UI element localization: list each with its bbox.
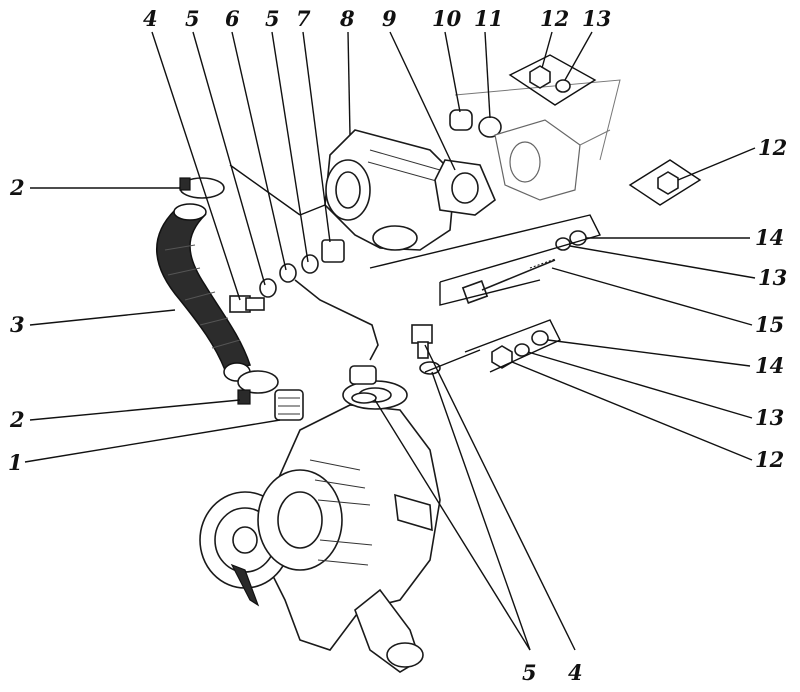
callout-12-right-a: 12 — [758, 135, 787, 160]
bypass-tube — [294, 279, 379, 361]
callout-9: 9 — [382, 6, 397, 31]
callout-6: 6 — [225, 6, 240, 31]
callout-2-upper: 2 — [9, 175, 25, 200]
callout-3: 3 — [10, 312, 25, 337]
callout-13-top: 13 — [582, 6, 611, 31]
callout-12-right-b: 12 — [755, 447, 784, 472]
callout-12-top: 12 — [540, 6, 569, 31]
bush — [349, 365, 377, 385]
callout-7: 7 — [296, 6, 311, 31]
callout-2-lower: 2 — [9, 407, 25, 432]
water-pump — [199, 380, 441, 673]
hose-clamp-bottom — [237, 370, 279, 405]
nut-12-mid — [657, 171, 679, 195]
callouts-right: 12 14 13 15 14 13 12 — [755, 135, 787, 472]
callouts-top: 4 5 6 5 7 8 9 10 11 12 13 — [143, 6, 611, 31]
callout-8: 8 — [339, 6, 355, 31]
washer-a — [259, 278, 277, 298]
bolt-right — [411, 324, 433, 359]
washer-14-low — [531, 330, 549, 346]
callout-11: 11 — [474, 6, 503, 31]
callout-4-bottom: 4 — [568, 660, 583, 685]
coolant-hose — [156, 203, 251, 382]
callout-13-b: 13 — [755, 405, 784, 430]
nut-12-top — [529, 65, 551, 89]
thermostat-housing — [324, 129, 456, 251]
fitting — [274, 389, 304, 421]
callout-15: 15 — [755, 312, 784, 337]
callout-5-top-a: 5 — [185, 6, 200, 31]
head-outlet — [454, 79, 621, 201]
nut-7 — [321, 239, 345, 263]
callout-14-a: 14 — [755, 225, 784, 250]
union-nut-6 — [279, 263, 297, 283]
callout-5-top-b: 5 — [265, 6, 280, 31]
gasket — [434, 159, 496, 216]
leader-lines — [24, 31, 756, 651]
hose-clamp-top — [179, 177, 225, 199]
washer-c — [351, 392, 377, 404]
cap-10 — [449, 109, 473, 131]
callout-4-top: 4 — [143, 6, 158, 31]
callout-14-b: 14 — [755, 353, 784, 378]
callout-5-bottom: 5 — [522, 660, 537, 685]
washer-13-top — [555, 79, 571, 93]
callouts-bottom: 5 4 — [522, 660, 583, 685]
washer-13-low — [514, 343, 530, 357]
callout-10: 10 — [432, 6, 462, 31]
callout-1: 1 — [8, 450, 23, 475]
washer-b — [301, 254, 319, 274]
bolt-left — [229, 295, 265, 313]
assembly-lines — [229, 54, 702, 373]
callout-13-a: 13 — [758, 265, 787, 290]
nut-12-low — [491, 345, 513, 369]
callouts-left: 2 3 2 1 — [8, 175, 25, 475]
